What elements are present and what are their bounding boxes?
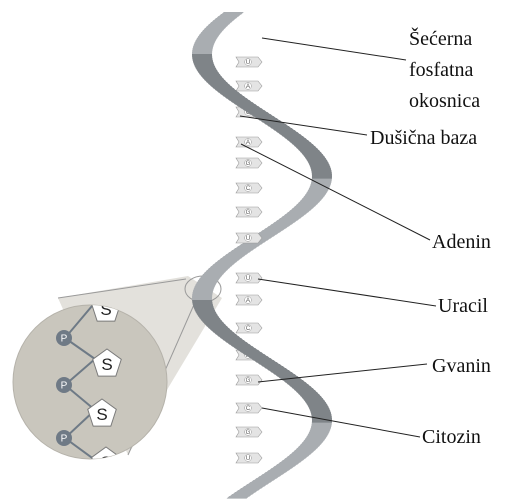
base-rung: U (236, 57, 262, 67)
base-rung: G (236, 427, 262, 437)
sugar-label: S (100, 453, 111, 472)
base-letter: G (246, 161, 251, 167)
label-adenine: Adenin (432, 231, 491, 253)
base-letter: G (246, 378, 251, 384)
base-rung: C (236, 403, 262, 413)
base-rung: U (236, 273, 262, 283)
sugar-label: S (101, 355, 112, 374)
base-rung: G (236, 207, 262, 217)
base-letter: A (246, 298, 250, 304)
base-letter: A (246, 140, 250, 146)
base-letter: C (246, 326, 251, 332)
base-letter: G (246, 430, 251, 436)
backbone-segment (227, 496, 250, 499)
base-rung: U (236, 453, 262, 463)
base-letter: U (246, 456, 250, 462)
leader-uracil (258, 279, 436, 306)
base-letter: C (246, 186, 251, 192)
base-letter: C (246, 406, 251, 412)
base-rung: G (236, 375, 262, 385)
sugar-label: S (96, 405, 107, 424)
backbone-segment (312, 176, 332, 179)
label-backbone-line2: fosfatna (409, 59, 474, 81)
base-letter: U (246, 60, 250, 66)
leader-cytosine (262, 408, 420, 437)
base-rung: A (236, 295, 262, 305)
label-guanine: Gvanin (432, 355, 491, 377)
base-rung: G (236, 158, 262, 168)
leader-base (240, 116, 367, 135)
inset-circle (13, 305, 167, 459)
base-letter: U (246, 236, 250, 242)
label-backbone-line1: Šećerna (409, 26, 472, 50)
phosphate-label: P (61, 434, 68, 445)
base-letter: A (246, 84, 250, 90)
label-backbone-line3: okosnica (409, 90, 480, 112)
leader-backbone (262, 38, 406, 60)
base-rung: C (236, 183, 262, 193)
base-letter: G (246, 210, 251, 216)
phosphate-label: P (61, 381, 68, 392)
base-letter: U (246, 276, 250, 282)
base-rung: U (236, 233, 262, 243)
base-rung: A (236, 81, 262, 91)
phosphate-label: P (61, 334, 68, 345)
label-base: Dušična baza (370, 127, 477, 149)
base-rung: C (236, 323, 262, 333)
label-uracil: Uracil (438, 295, 488, 317)
label-cytosine: Citozin (422, 426, 481, 448)
base-rung: A (236, 137, 262, 147)
leader-adenine (241, 144, 430, 240)
